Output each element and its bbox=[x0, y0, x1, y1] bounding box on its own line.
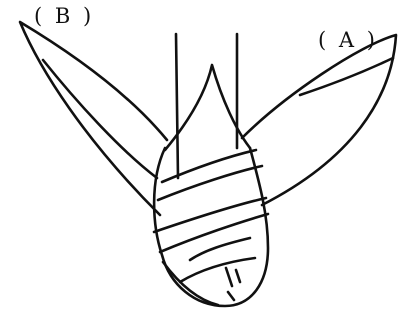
label-a: ( A ) bbox=[318, 28, 378, 52]
hatch-mark bbox=[228, 292, 234, 300]
knot-band-2 bbox=[158, 166, 262, 200]
knot-inner-curve bbox=[190, 238, 250, 260]
knot-band-3 bbox=[154, 198, 266, 232]
hatch-mark bbox=[226, 268, 232, 286]
right-wing-a bbox=[242, 35, 396, 205]
knot-band-4 bbox=[160, 214, 268, 252]
knot-band-1 bbox=[162, 150, 256, 182]
label-b: ( B ) bbox=[34, 4, 94, 28]
knot-bottom-crossing bbox=[180, 258, 255, 282]
hatch-mark bbox=[236, 270, 240, 282]
narrow-strip-left-edge bbox=[176, 34, 178, 178]
right-wing-a-inner-fold bbox=[300, 58, 393, 95]
